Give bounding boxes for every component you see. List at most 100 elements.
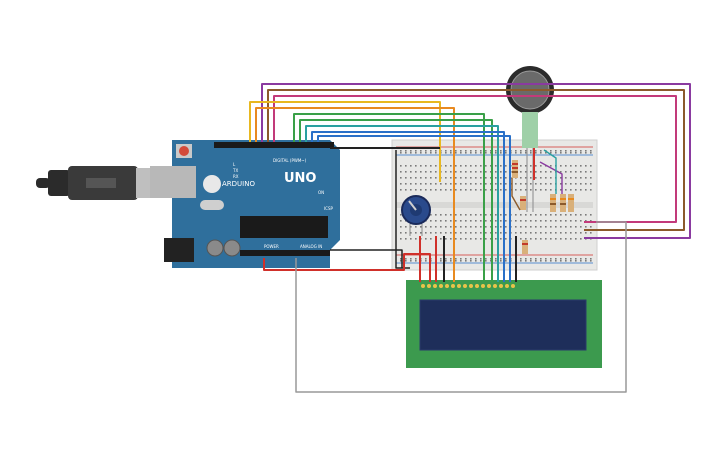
breadboard-hole[interactable] <box>525 232 527 234</box>
breadboard-hole[interactable] <box>590 165 592 167</box>
breadboard-hole[interactable] <box>455 214 457 216</box>
breadboard-hole[interactable] <box>455 226 457 228</box>
breadboard-hole[interactable] <box>575 189 577 191</box>
breadboard-hole[interactable] <box>540 232 542 234</box>
breadboard-hole[interactable] <box>445 258 447 260</box>
breadboard-hole[interactable] <box>500 177 502 179</box>
breadboard-hole[interactable] <box>515 220 517 222</box>
breadboard-hole[interactable] <box>475 152 477 154</box>
breadboard-hole[interactable] <box>550 258 552 260</box>
breadboard-hole[interactable] <box>520 258 522 260</box>
breadboard-hole[interactable] <box>435 183 437 185</box>
breadboard-hole[interactable] <box>445 232 447 234</box>
breadboard-hole[interactable] <box>590 214 592 216</box>
breadboard-hole[interactable] <box>570 183 572 185</box>
breadboard-hole[interactable] <box>575 258 577 260</box>
breadboard-hole[interactable] <box>540 226 542 228</box>
breadboard-hole[interactable] <box>435 220 437 222</box>
resistor-6[interactable] <box>522 240 528 254</box>
breadboard-hole[interactable] <box>500 238 502 240</box>
breadboard-hole[interactable] <box>460 171 462 173</box>
breadboard-hole[interactable] <box>560 232 562 234</box>
breadboard-hole[interactable] <box>575 150 577 152</box>
breadboard-hole[interactable] <box>580 260 582 262</box>
breadboard-hole[interactable] <box>535 260 537 262</box>
breadboard-hole[interactable] <box>475 177 477 179</box>
breadboard-hole[interactable] <box>580 226 582 228</box>
breadboard-hole[interactable] <box>415 189 417 191</box>
breadboard-hole[interactable] <box>430 150 432 152</box>
breadboard-hole[interactable] <box>500 226 502 228</box>
breadboard-hole[interactable] <box>530 183 532 185</box>
breadboard-hole[interactable] <box>570 150 572 152</box>
breadboard-hole[interactable] <box>405 226 407 228</box>
breadboard-hole[interactable] <box>570 177 572 179</box>
breadboard-hole[interactable] <box>540 189 542 191</box>
breadboard-hole[interactable] <box>440 220 442 222</box>
breadboard-hole[interactable] <box>425 183 427 185</box>
breadboard-hole[interactable] <box>400 214 402 216</box>
breadboard-hole[interactable] <box>410 150 412 152</box>
breadboard-hole[interactable] <box>455 220 457 222</box>
breadboard-hole[interactable] <box>560 226 562 228</box>
breadboard-hole[interactable] <box>480 150 482 152</box>
breadboard-hole[interactable] <box>410 232 412 234</box>
breadboard-hole[interactable] <box>400 165 402 167</box>
breadboard-hole[interactable] <box>460 214 462 216</box>
breadboard-hole[interactable] <box>505 177 507 179</box>
breadboard-hole[interactable] <box>540 183 542 185</box>
breadboard-hole[interactable] <box>445 171 447 173</box>
breadboard-hole[interactable] <box>560 183 562 185</box>
breadboard-hole[interactable] <box>555 238 557 240</box>
breadboard-hole[interactable] <box>430 177 432 179</box>
breadboard-hole[interactable] <box>435 226 437 228</box>
breadboard-hole[interactable] <box>425 260 427 262</box>
breadboard-hole[interactable] <box>475 220 477 222</box>
breadboard-hole[interactable] <box>415 238 417 240</box>
breadboard-hole[interactable] <box>475 226 477 228</box>
breadboard-hole[interactable] <box>535 214 537 216</box>
breadboard-hole[interactable] <box>450 177 452 179</box>
breadboard-hole[interactable] <box>530 238 532 240</box>
breadboard-hole[interactable] <box>530 189 532 191</box>
breadboard-hole[interactable] <box>415 258 417 260</box>
breadboard-hole[interactable] <box>560 150 562 152</box>
breadboard-hole[interactable] <box>585 232 587 234</box>
breadboard-hole[interactable] <box>585 189 587 191</box>
breadboard-hole[interactable] <box>480 183 482 185</box>
breadboard-hole[interactable] <box>535 171 537 173</box>
breadboard-hole[interactable] <box>410 183 412 185</box>
breadboard-hole[interactable] <box>490 183 492 185</box>
breadboard-hole[interactable] <box>450 220 452 222</box>
breadboard-hole[interactable] <box>415 152 417 154</box>
breadboard-hole[interactable] <box>460 150 462 152</box>
breadboard-hole[interactable] <box>505 171 507 173</box>
breadboard-hole[interactable] <box>470 165 472 167</box>
breadboard-hole[interactable] <box>410 171 412 173</box>
breadboard-hole[interactable] <box>445 220 447 222</box>
breadboard-hole[interactable] <box>430 152 432 154</box>
breadboard-hole[interactable] <box>415 226 417 228</box>
breadboard-hole[interactable] <box>575 214 577 216</box>
breadboard-hole[interactable] <box>540 220 542 222</box>
breadboard-hole[interactable] <box>495 220 497 222</box>
breadboard-hole[interactable] <box>575 238 577 240</box>
breadboard-hole[interactable] <box>535 150 537 152</box>
breadboard-hole[interactable] <box>565 214 567 216</box>
breadboard-hole[interactable] <box>520 214 522 216</box>
breadboard-hole[interactable] <box>455 177 457 179</box>
breadboard-hole[interactable] <box>530 260 532 262</box>
breadboard-hole[interactable] <box>565 189 567 191</box>
breadboard-hole[interactable] <box>480 177 482 179</box>
breadboard-hole[interactable] <box>470 220 472 222</box>
breadboard-hole[interactable] <box>590 232 592 234</box>
breadboard-hole[interactable] <box>515 214 517 216</box>
breadboard-hole[interactable] <box>445 177 447 179</box>
breadboard-hole[interactable] <box>450 258 452 260</box>
breadboard-hole[interactable] <box>505 258 507 260</box>
breadboard-hole[interactable] <box>560 171 562 173</box>
breadboard-hole[interactable] <box>445 189 447 191</box>
breadboard-hole[interactable] <box>490 171 492 173</box>
breadboard-hole[interactable] <box>545 220 547 222</box>
breadboard-hole[interactable] <box>480 220 482 222</box>
